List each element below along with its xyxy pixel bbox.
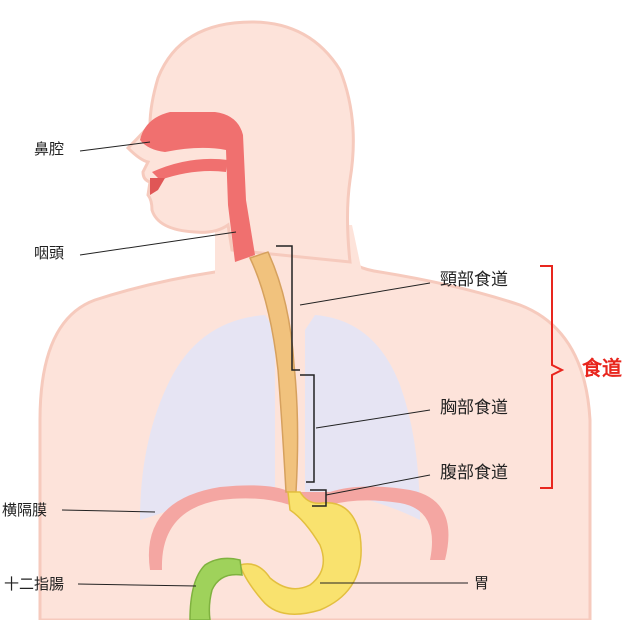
label-duodenum: 十二指腸 bbox=[4, 575, 65, 593]
label-cervical-esophagus: 頸部食道 bbox=[440, 270, 508, 290]
leader-duodenum bbox=[77, 583, 197, 587]
leader-diaphragm bbox=[61, 509, 156, 513]
stomach bbox=[239, 491, 362, 615]
cervical-bracket bbox=[276, 245, 300, 371]
label-nasal-cavity: 鼻腔 bbox=[34, 140, 65, 158]
tongue bbox=[150, 178, 165, 195]
esophagus-red-brace bbox=[540, 265, 565, 489]
label-abdominal-esophagus: 腹部食道 bbox=[440, 463, 508, 483]
label-pharynx: 咽頭 bbox=[34, 244, 65, 262]
label-esophagus: 食道 bbox=[582, 356, 622, 380]
leader-abdominal bbox=[325, 474, 431, 496]
right-lung bbox=[305, 315, 420, 520]
leader-pharynx bbox=[79, 231, 237, 256]
leader-thoracic bbox=[315, 409, 431, 429]
leader-cervical bbox=[299, 282, 431, 306]
duodenum bbox=[189, 557, 243, 621]
label-thoracic-esophagus: 胸部食道 bbox=[440, 398, 508, 418]
thoracic-bracket bbox=[300, 374, 315, 483]
left-lung bbox=[140, 315, 275, 520]
mouth-cavity bbox=[152, 158, 228, 180]
abdominal-bracket bbox=[310, 489, 327, 507]
label-diaphragm: 横隔膜 bbox=[2, 501, 48, 519]
label-stomach: 胃 bbox=[474, 574, 490, 592]
nasal-cavity bbox=[140, 112, 255, 262]
leader-nasal bbox=[79, 141, 151, 152]
